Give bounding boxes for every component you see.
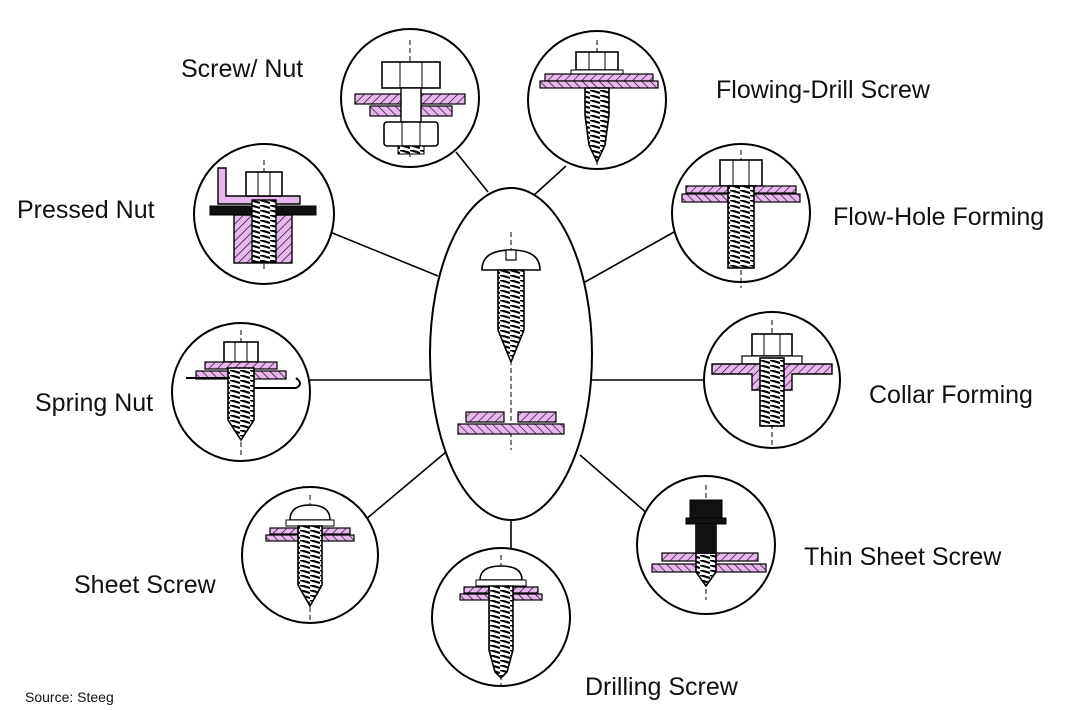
collar-forming-illustration	[703, 311, 841, 449]
label-drilling-screw: Drilling Screw	[585, 673, 738, 701]
center-ellipse	[429, 187, 593, 521]
drilling-screw-illustration	[431, 547, 571, 687]
spring-nut-illustration	[171, 322, 311, 462]
flowing-drill-screw-illustration	[527, 30, 667, 170]
label-sheet-screw: Sheet Screw	[74, 571, 216, 599]
label-thin-sheet-screw: Thin Sheet Screw	[804, 543, 1002, 571]
connector-flowing-drill	[532, 165, 567, 197]
connector-flow-hole	[584, 231, 675, 283]
label-flowing-drill-screw: Flowing-Drill Screw	[716, 76, 930, 104]
flow-hole-forming-illustration	[671, 143, 811, 288]
connector-thin-sheet	[579, 454, 650, 516]
connector-sheet-screw	[364, 451, 447, 521]
label-flow-hole-forming: Flow-Hole Forming	[833, 203, 1045, 231]
label-pressed-nut: Pressed Nut	[17, 196, 155, 224]
connector-screw-nut	[455, 151, 489, 193]
pressed-nut-illustration	[193, 143, 335, 285]
connector-pressed-nut	[329, 231, 439, 277]
screw-nut-illustration	[340, 28, 480, 168]
source-credit: Source: Steeg	[25, 689, 114, 705]
connector-lines	[310, 151, 706, 548]
label-collar-forming: Collar Forming	[869, 381, 1033, 409]
sheet-screw-illustration	[241, 486, 379, 624]
label-screw-nut: Screw/ Nut	[181, 55, 304, 83]
label-spring-nut: Spring Nut	[35, 389, 154, 417]
thin-sheet-screw-illustration	[636, 475, 776, 615]
